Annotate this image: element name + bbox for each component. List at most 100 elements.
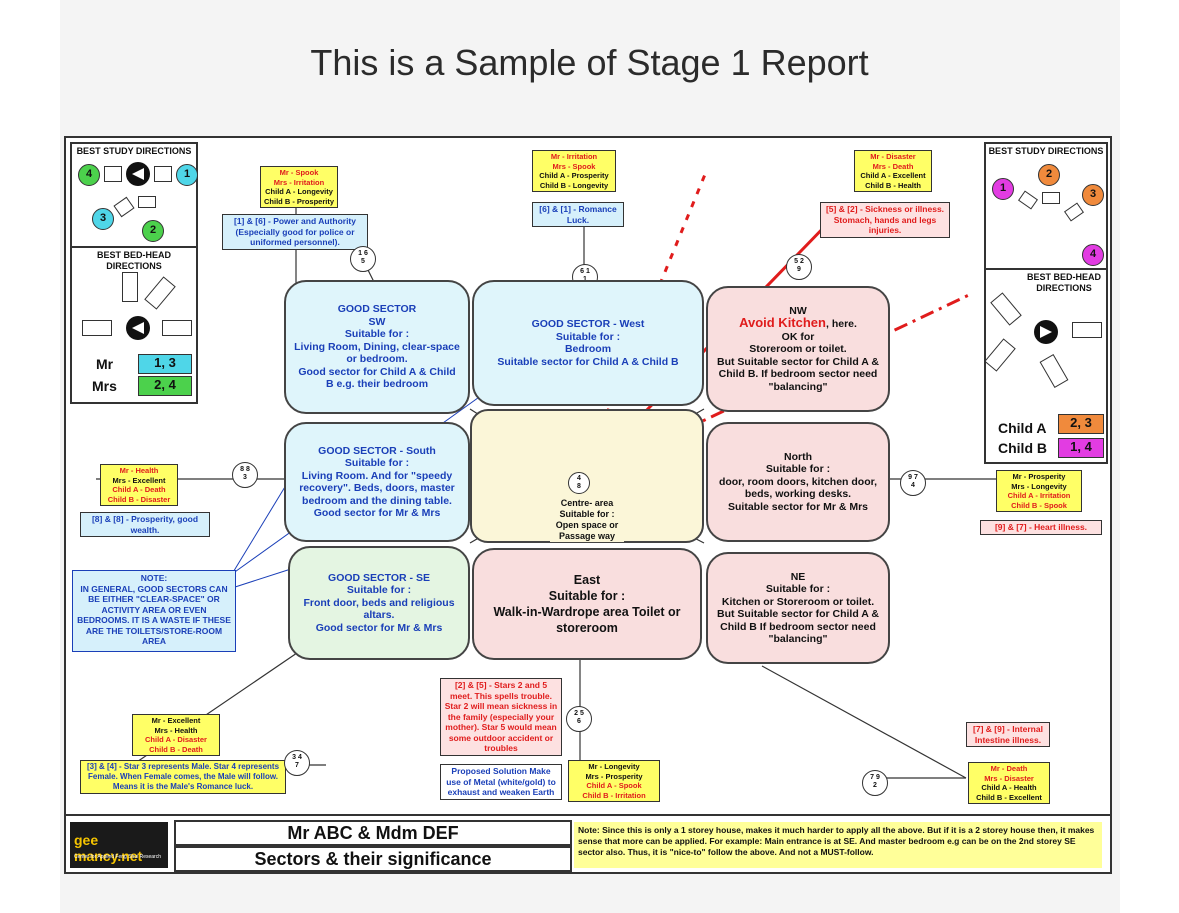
desk-icon-r1 (1018, 190, 1038, 210)
sector-se-title: GOOD SECTOR - SE (328, 571, 430, 584)
left-study-number-3: 3 (92, 208, 114, 230)
right-panel-divider (986, 268, 1106, 270)
right-study-title: BEST STUDY DIRECTIONS (988, 146, 1104, 156)
centre-line-2: Suitable for : (559, 509, 615, 519)
sector-west-title: GOOD SECTOR - West (531, 318, 645, 330)
flag-ne-mr: Mr - Death (990, 764, 1028, 773)
flag-ne-childb: Child B - Excellent (976, 792, 1042, 802)
centre-line-4: Passage way (558, 531, 616, 541)
bed-icon-r-right (1072, 322, 1102, 338)
desk-icon-left (104, 166, 122, 182)
sector-nw: NW Avoid Kitchen, here. OK for Storeroom… (706, 286, 890, 412)
sector-ne-suit: Suitable for : (765, 583, 831, 595)
left-study-title: BEST STUDY DIRECTIONS (76, 146, 192, 156)
flag-se-childb: Child B - Death (149, 744, 203, 754)
flag-box-west: Mr - Irritation Mrs - Spook Child A - Pr… (532, 150, 616, 192)
logo-main-text: gee mancy.net (74, 832, 143, 864)
left-study-number-1: 1 (176, 164, 198, 186)
right-row-childb-value: 1, 4 (1058, 438, 1104, 458)
sector-east-title: East (573, 573, 601, 587)
sector-se: GOOD SECTOR - SE Suitable for : Front do… (288, 546, 470, 660)
right-bed-title: BEST BED-HEAD DIRECTIONS (1026, 272, 1101, 293)
sector-north: North Suitable for : door, room doors, k… (706, 422, 890, 542)
flag-sw-childa: Child A - Longevity (265, 187, 333, 196)
bed-icon-right (162, 320, 192, 336)
logo-sub-text: Center for Applied Feng Shui Research (74, 854, 161, 860)
report-subtitle: Sectors & their significance (174, 846, 572, 872)
sector-sw-title: GOOD SECTOR (337, 303, 417, 316)
star-circle-se: 3 4 7 (284, 750, 310, 776)
star-circle-ne: 7 9 2 (862, 770, 888, 796)
bed-icon-r-bottom (1039, 354, 1069, 388)
compass-icon-right (1034, 320, 1058, 344)
sector-north-suit: Suitable for : (765, 463, 831, 476)
left-bed-title: BEST BED-HEAD DIRECTIONS (96, 250, 171, 271)
bed-icon-left (82, 320, 112, 336)
left-row-mrs-label: Mrs (92, 378, 117, 394)
sector-east-suit: Suitable for : (548, 589, 626, 603)
flag-nw-childa: Child A - Excellent (860, 171, 926, 180)
desk-icon-r2 (1042, 192, 1060, 204)
flag-se-mr: Mr - Excellent (151, 716, 201, 725)
left-directions-panel: BEST STUDY DIRECTIONS 4 1 3 2 BEST BED-H… (70, 142, 198, 404)
sector-north-title: North (784, 450, 812, 463)
flag-south-childb: Child B - Disaster (107, 494, 171, 504)
annotation-south: [8] & [8] - Prosperity, good wealth. (80, 512, 210, 537)
flag-east-mr: Mr - Longevity (588, 762, 640, 771)
left-row-mrs-value: 2, 4 (138, 376, 192, 396)
centre-text: Centre- area Suitable for : Open space o… (550, 498, 624, 542)
flag-west-mr: Mr - Irritation (550, 152, 598, 161)
annotation-sw: [1] & [6] - Power and Authority (Especia… (222, 214, 368, 250)
sector-south-title: GOOD SECTOR - South (318, 444, 436, 457)
right-row-childb-label: Child B (998, 440, 1047, 456)
flag-north-mrs: Mrs - Longevity (1011, 481, 1067, 491)
sector-ne-body: Kitchen or Storeroom or toilet. (721, 595, 875, 608)
sector-se-body: Front door, beds and religious altars. (303, 596, 455, 622)
bed-icon-diag (144, 276, 176, 310)
sector-west: GOOD SECTOR - West Suitable for : Bedroo… (472, 280, 704, 406)
left-study-number-2: 2 (142, 220, 164, 242)
flag-north-mr: Mr - Prosperity (1012, 472, 1066, 481)
right-directions-panel: BEST STUDY DIRECTIONS 1 2 3 4 BEST BED-H… (984, 142, 1108, 464)
right-row-childa-label: Child A (998, 420, 1047, 436)
report-footer: gee mancy.net Center for Applied Feng Sh… (66, 814, 1110, 872)
flag-west-mrs: Mrs - Spook (552, 161, 596, 171)
bed-icon-r-left (984, 338, 1016, 372)
flag-box-sw: Mr - Spook Mrs - Irritation Child A - Lo… (260, 166, 338, 208)
sector-nw-extra: But Suitable sector for Child A & Child … (717, 355, 879, 393)
flag-nw-childb: Child B - Health (865, 180, 921, 190)
left-panel-divider (72, 246, 196, 248)
annotation-east: [2] & [5] - Stars 2 and 5 meet. This spe… (440, 678, 562, 756)
compass-icon (126, 316, 150, 340)
flag-south-childa: Child A - Death (112, 485, 166, 494)
flag-east-mrs: Mrs - Prosperity (585, 771, 643, 781)
report-sheet: BEST STUDY DIRECTIONS 4 1 3 2 BEST BED-H… (64, 136, 1112, 874)
star-circle-centre: 4 8 (568, 472, 590, 494)
annotation-west: [6] & [1] - Romance Luck. (532, 202, 624, 227)
annotation-north: [9] & [7] - Heart illness. (980, 520, 1102, 535)
right-study-number-1: 1 (992, 178, 1014, 200)
flag-west-childb: Child B - Longevity (539, 180, 609, 190)
sector-west-body: Bedroom (564, 343, 612, 355)
flag-box-south: Mr - Health Mrs - Excellent Child A - De… (100, 464, 178, 506)
sector-south-suit: Suitable for : (344, 457, 410, 469)
flag-nw-mrs: Mrs - Death (872, 161, 914, 171)
flag-north-childb: Child B - Spook (1011, 500, 1067, 510)
sector-west-extra: Suitable sector for Child A & Child B (497, 355, 679, 368)
star-circle-south: 8 8 3 (232, 462, 258, 488)
bed-icon-r-top (990, 292, 1022, 326)
sector-north-body: door, room doors, kitchen door, beds, wo… (718, 475, 878, 501)
sector-se-extra: Good sector for Mr & Mrs (315, 621, 443, 634)
flag-west-childa: Child A - Prosperity (539, 171, 609, 180)
desk-chair-icon (126, 162, 150, 186)
client-name: Mr ABC & Mdm DEF (174, 820, 572, 846)
sector-north-extra: Suitable sector for Mr & Mrs (727, 500, 869, 513)
sector-sw-body: Living Room, Dining, clear-space or bedr… (294, 340, 460, 366)
sector-sw-sub: SW (368, 315, 386, 328)
sector-nw-ok: OK for (781, 330, 815, 343)
flag-east-childa: Child A - Spook (586, 781, 642, 790)
flag-se-childa: Child A - Disaster (145, 735, 207, 744)
flag-south-mrs: Mrs - Excellent (112, 475, 166, 485)
flag-sw-mr: Mr - Spook (279, 168, 319, 177)
star-circle-sw: 1 6 5 (350, 246, 376, 272)
